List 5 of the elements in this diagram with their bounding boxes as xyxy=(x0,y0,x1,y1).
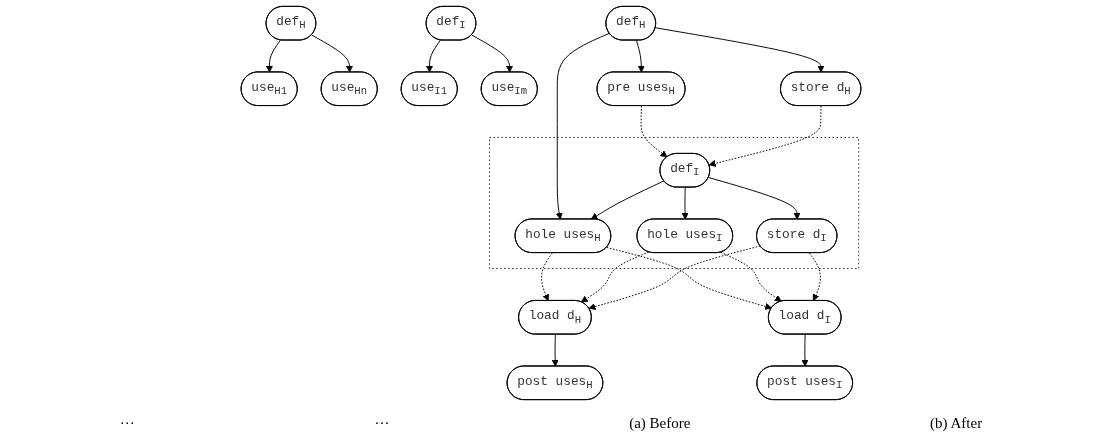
cluster xyxy=(489,137,860,269)
caption-text: (b) After xyxy=(930,414,983,432)
caption-text: ··· xyxy=(374,414,390,432)
caption-text: ··· xyxy=(119,414,135,432)
caption-text: (a) Before xyxy=(629,414,691,432)
